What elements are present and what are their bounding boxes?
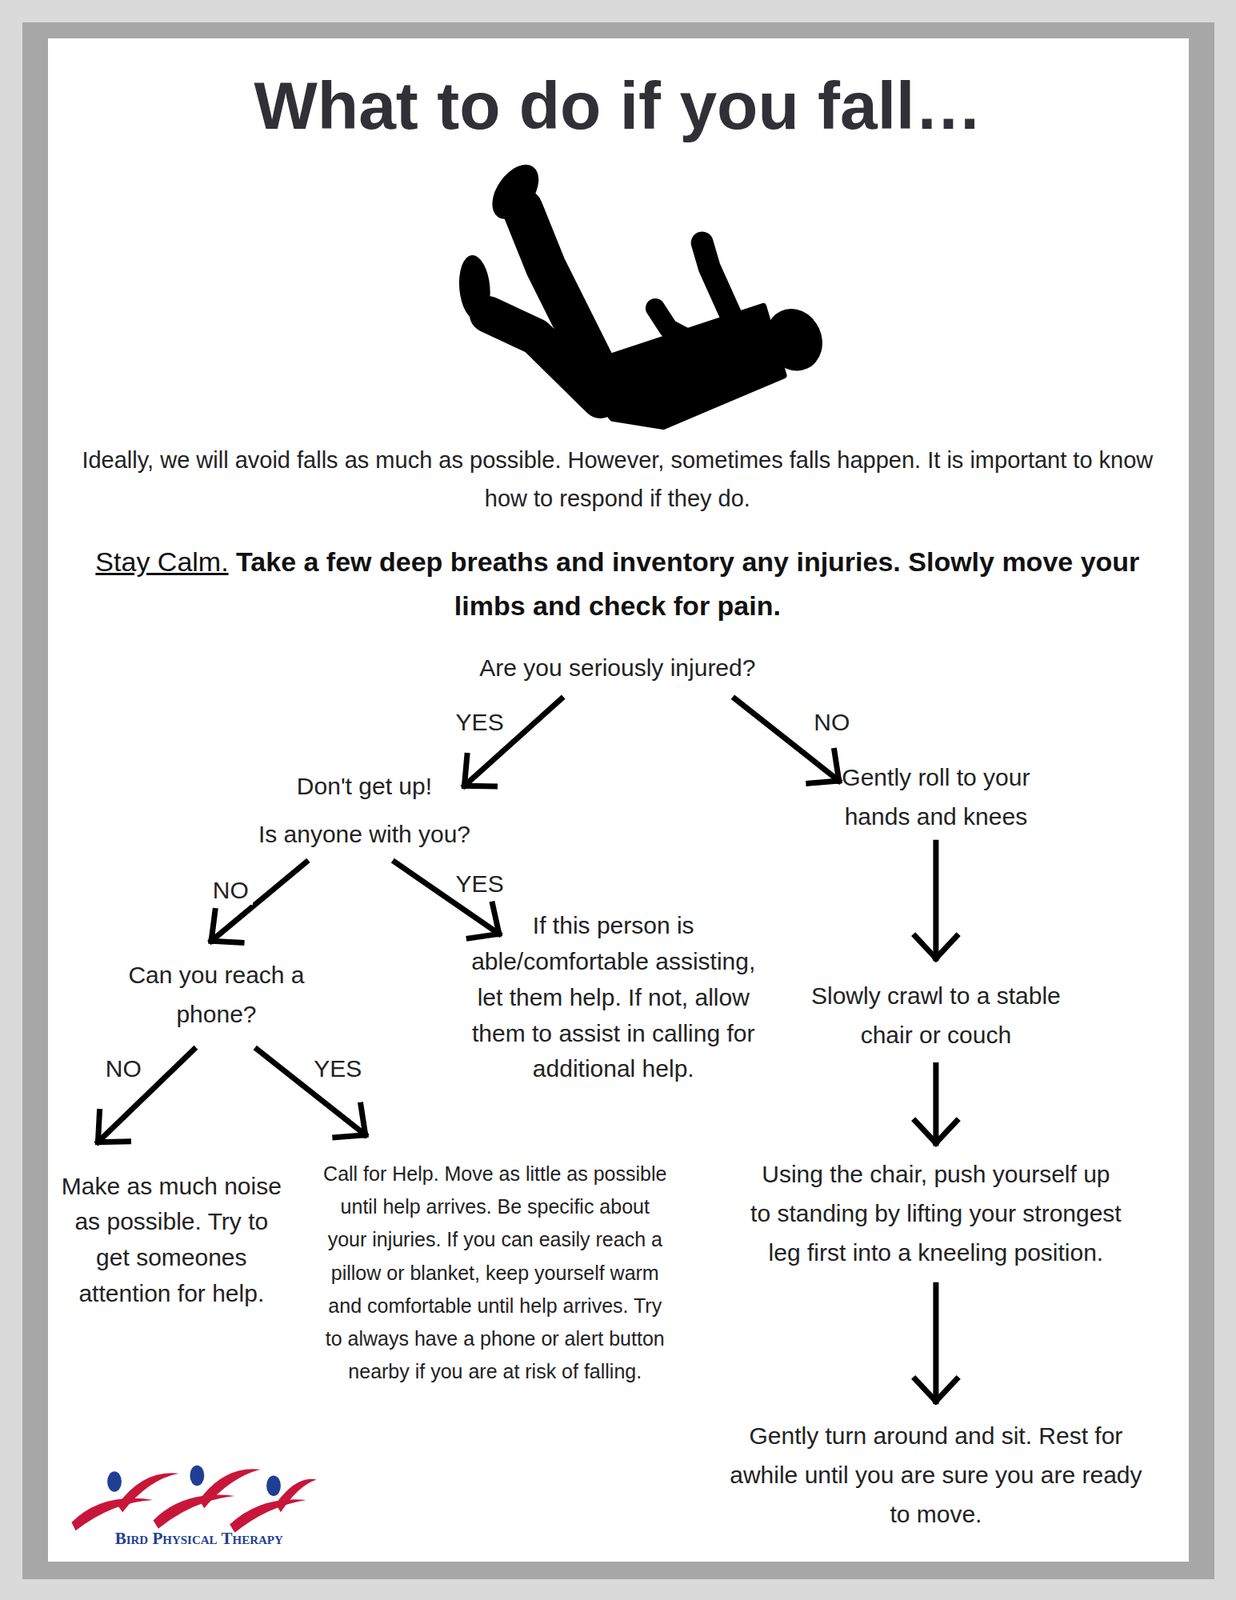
instruction-heading: Stay Calm. (95, 546, 228, 577)
connector-stroke (211, 940, 242, 943)
flow-step: Slowly crawl to a stable chair or couch (783, 976, 1090, 1056)
flow-step: If this person is able/comfortable assis… (460, 908, 767, 1087)
connector-stroke (97, 1112, 100, 1143)
branch-label: NO (208, 876, 253, 905)
step-text: Gently turn around and sit. Rest for awh… (729, 1416, 1144, 1535)
connector-stroke (808, 780, 840, 784)
connector-stroke (936, 1379, 957, 1402)
step-text: Using the chair, push yourself up to sta… (749, 1155, 1123, 1273)
branch-label: NO (809, 708, 854, 737)
step-question: Is anyone with you? (196, 815, 533, 854)
step-text: Make as much noise as possible. Try to g… (59, 1168, 284, 1312)
branch-label: YES (309, 1054, 366, 1084)
flow-arrow (915, 1284, 957, 1401)
connector-stroke (936, 1120, 957, 1144)
flow-step: Make as much noise as possible. Try to g… (59, 1168, 284, 1312)
connector-stroke (335, 1135, 366, 1138)
connector-stroke (834, 750, 840, 781)
step-text: Are you seriously injured? (403, 652, 832, 684)
falling-person (456, 156, 833, 427)
connector-stroke (464, 756, 467, 787)
step-text: If this person is able/comfortable assis… (460, 908, 767, 1087)
branch-label: YES (452, 869, 508, 899)
connector-stroke (932, 842, 939, 959)
flow-step: Call for Help. Move as little as possibl… (319, 1157, 672, 1389)
logo-mark (71, 1465, 316, 1533)
step-text: Call for Help. Move as little as possibl… (319, 1157, 672, 1389)
flow-step: Gently roll to your hands and knees (824, 758, 1049, 837)
connector-stroke (936, 936, 957, 959)
connector-stroke (211, 911, 216, 942)
flow-arrow (915, 842, 957, 959)
connector-stroke (915, 1120, 936, 1144)
connector-stroke (464, 783, 495, 790)
connector-stroke (360, 1104, 366, 1136)
step-text: Gently roll to your hands and knees (824, 758, 1049, 837)
connector-stroke (932, 1284, 939, 1401)
flow-step: Gently turn around and sit. Rest for awh… (729, 1416, 1144, 1535)
connector-stroke (915, 936, 936, 959)
connector-stroke (915, 1379, 936, 1402)
flow-step: Can you reach a phone? (104, 956, 329, 1034)
flow-arrow (97, 1049, 194, 1143)
page-title: What to do if you fall… (0, 65, 1236, 147)
flow-step: Using the chair, push yourself up to sta… (749, 1155, 1123, 1273)
instruction-text: Take a few deep breaths and inventory an… (236, 546, 1140, 621)
step-text: Don't get up! (196, 767, 533, 806)
flow-arrow (256, 1049, 365, 1138)
intro-text: Ideally, we will avoid falls as much as … (71, 441, 1164, 519)
branch-label: YES (452, 708, 508, 737)
instruction-paragraph: Stay Calm. Take a few deep breaths and i… (86, 540, 1148, 628)
connector-stroke (97, 1138, 128, 1145)
flow-arrow (915, 1064, 957, 1143)
connector-stroke (932, 1064, 939, 1143)
logo-text: Bird Physical Therapy (66, 1528, 332, 1549)
flow-step: Are you seriously injured? (403, 652, 832, 684)
branch-label: NO (101, 1054, 146, 1084)
connector-stroke (97, 1049, 194, 1143)
flow-step: Don't get up! Is anyone with you? (196, 767, 533, 854)
connector-stroke (256, 1049, 365, 1136)
connector-stroke (492, 904, 500, 934)
connector-stroke (468, 933, 500, 939)
step-text: Can you reach a phone? (104, 956, 329, 1034)
step-text: Slowly crawl to a stable chair or couch (783, 976, 1090, 1056)
